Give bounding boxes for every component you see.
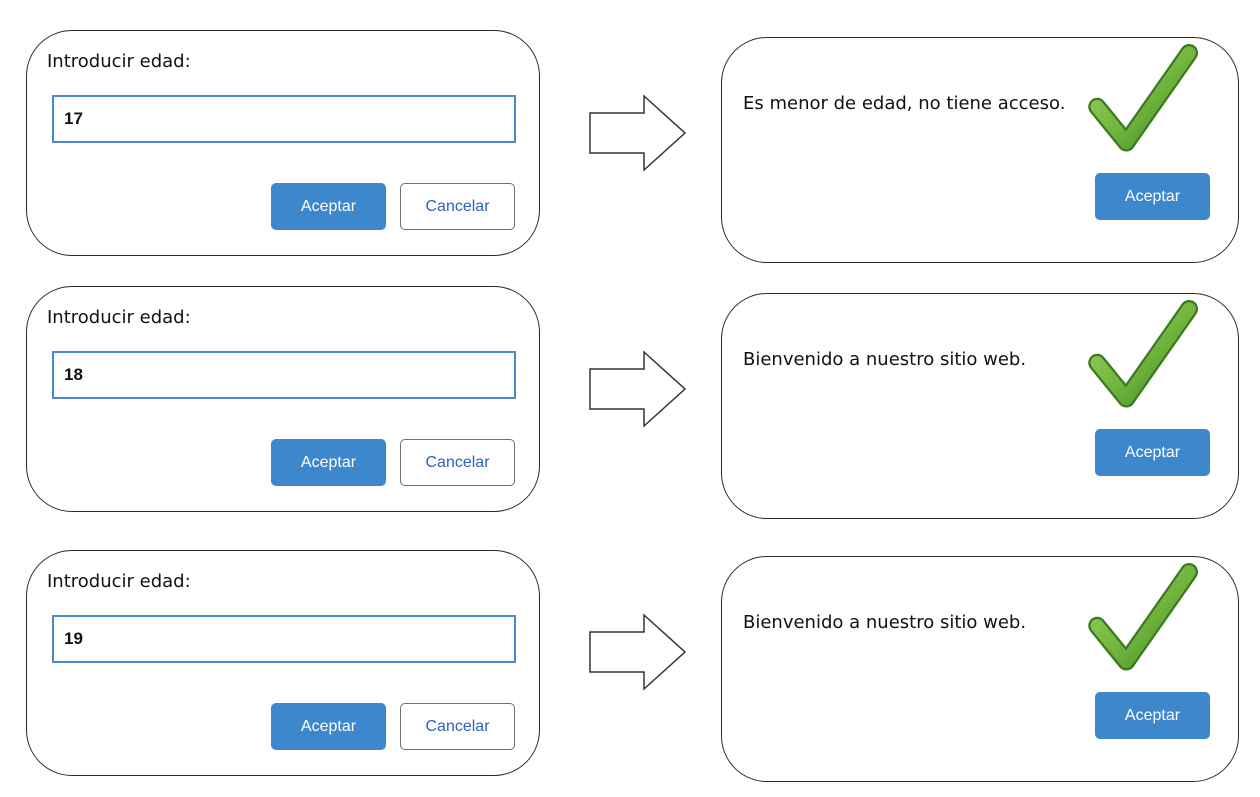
result-dialog-3: Bienvenido a nuestro sitio web. Aceptar [721,556,1239,782]
result-accept-button[interactable]: Aceptar [1095,692,1210,739]
result-dialog-2: Bienvenido a nuestro sitio web. Aceptar [721,293,1239,519]
age-prompt-dialog-2: Introducir edad: Aceptar Cancelar [26,286,540,512]
accept-button[interactable]: Aceptar [271,703,386,750]
result-accept-button[interactable]: Aceptar [1095,429,1210,476]
result-message: Bienvenido a nuestro sitio web. [743,349,1027,370]
age-prompt-dialog-3: Introducir edad: Aceptar Cancelar [26,550,540,776]
age-input[interactable] [52,615,516,663]
cancel-button[interactable]: Cancelar [400,703,515,750]
age-input[interactable] [52,95,516,143]
prompt-label: Introducir edad: [47,571,191,592]
age-prompt-dialog-1: Introducir edad: Aceptar Cancelar [26,30,540,256]
result-message: Es menor de edad, no tiene acceso. [743,93,1066,114]
checkmark-icon [1088,563,1198,671]
result-accept-button[interactable]: Aceptar [1095,173,1210,220]
prompt-label: Introducir edad: [47,51,191,72]
cancel-button[interactable]: Cancelar [400,183,515,230]
right-arrow-icon [589,94,687,172]
checkmark-icon [1088,44,1198,152]
accept-button[interactable]: Aceptar [271,183,386,230]
result-dialog-1: Es menor de edad, no tiene acceso. Acept… [721,37,1239,263]
cancel-button[interactable]: Cancelar [400,439,515,486]
checkmark-icon [1088,300,1198,408]
right-arrow-icon [589,350,687,428]
right-arrow-icon [589,613,687,691]
accept-button[interactable]: Aceptar [271,439,386,486]
age-input[interactable] [52,351,516,399]
result-message: Bienvenido a nuestro sitio web. [743,612,1027,633]
prompt-label: Introducir edad: [47,307,191,328]
